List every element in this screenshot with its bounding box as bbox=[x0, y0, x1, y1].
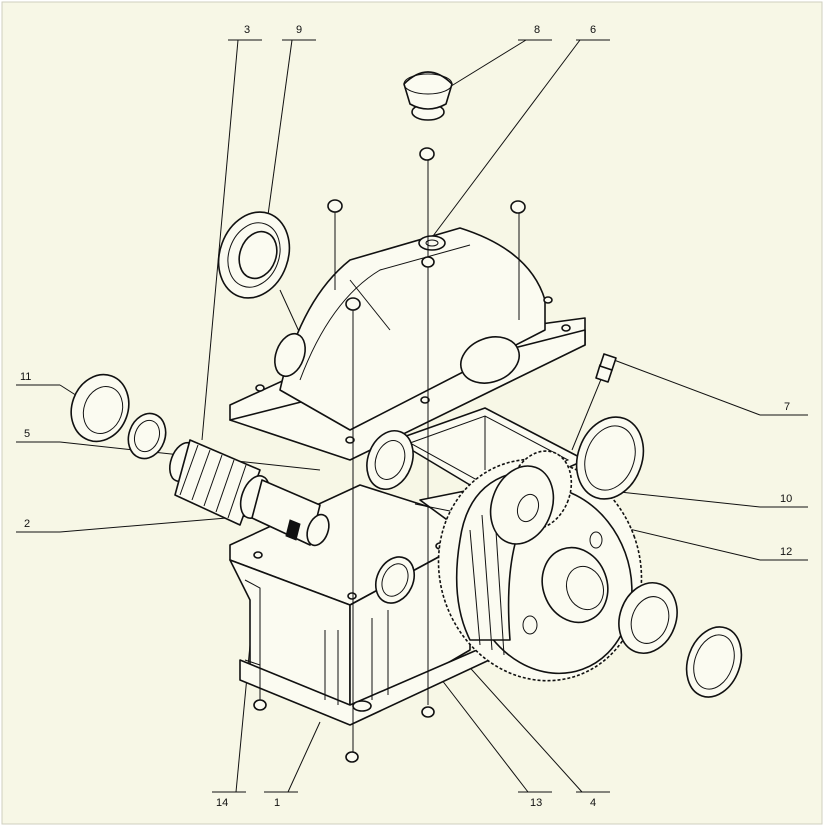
vent-plug bbox=[403, 71, 453, 121]
oil-seal-9 bbox=[217, 211, 291, 299]
callout-1: 1 bbox=[274, 797, 280, 809]
callout-11: 11 bbox=[20, 371, 31, 383]
callout-5: 5 bbox=[24, 428, 30, 440]
callout-10: 10 bbox=[780, 493, 792, 505]
callout-13: 13 bbox=[530, 797, 542, 809]
base-bearing-bore bbox=[374, 556, 416, 604]
callout-12: 12 bbox=[780, 546, 792, 558]
callout-labels: 3 9 8 6 11 7 5 10 2 12 14 1 13 4 bbox=[20, 24, 792, 809]
callout-9: 9 bbox=[296, 24, 302, 36]
dipstick bbox=[571, 353, 617, 451]
bolts bbox=[253, 147, 526, 763]
ring-10 bbox=[575, 416, 645, 500]
bearing-left bbox=[366, 430, 414, 490]
output-bearing bbox=[618, 582, 743, 698]
callout-6: 6 bbox=[590, 24, 596, 36]
callout-14: 14 bbox=[216, 797, 228, 809]
pinion-shaft bbox=[169, 439, 330, 547]
bearing-cap-11 bbox=[70, 373, 167, 460]
housing-cover bbox=[229, 227, 586, 461]
gear-spacer-12 bbox=[489, 450, 573, 545]
callout-4: 4 bbox=[590, 797, 596, 809]
callout-7: 7 bbox=[784, 401, 790, 413]
callout-8: 8 bbox=[534, 24, 540, 36]
callout-3: 3 bbox=[244, 24, 250, 36]
callout-2: 2 bbox=[24, 518, 30, 530]
